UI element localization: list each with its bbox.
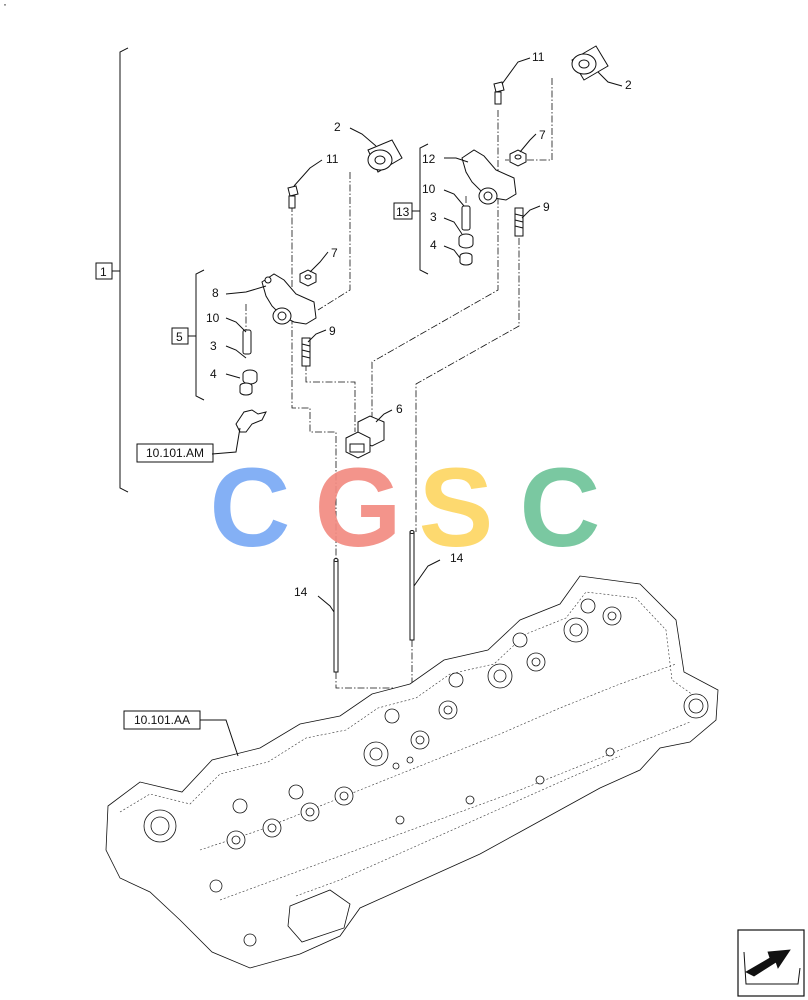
callout-14-right: 14 xyxy=(450,551,464,565)
watermark-letter-1: C xyxy=(210,445,291,570)
callout-7-right: 7 xyxy=(539,128,546,142)
callout-2-left: 2 xyxy=(334,120,341,134)
push-rod-sleeve-2-right xyxy=(571,45,609,81)
callout-9-left: 9 xyxy=(329,324,336,338)
callout-labels: 1 2 2 3 3 4 4 5 6 7 7 8 9 9 10 10 11 11 … xyxy=(100,50,632,599)
reference-box-am[interactable]: 10.101.AM xyxy=(136,443,214,463)
spacer-4-left xyxy=(239,382,253,396)
callout-10-left: 10 xyxy=(206,311,220,325)
watermark-letter-4: C xyxy=(520,445,601,570)
cylinder-head-ports xyxy=(143,598,709,947)
bolt-11-right xyxy=(493,81,505,105)
callout-6: 6 xyxy=(396,402,403,416)
reference-aa-label[interactable]: 10.101.AA xyxy=(134,713,190,727)
push-rod-14-right xyxy=(409,530,415,641)
cap-3-right xyxy=(458,233,474,249)
cylinder-head xyxy=(105,575,719,969)
push-rod-sleeve-2-left xyxy=(367,139,403,173)
callout-11-right: 11 xyxy=(532,50,545,64)
stud-9-right xyxy=(514,207,524,237)
callout-3-right: 3 xyxy=(430,210,437,224)
callout-12: 12 xyxy=(422,152,436,166)
callout-4-left: 4 xyxy=(210,367,217,381)
leader-lines xyxy=(200,57,623,757)
nut-7-right xyxy=(509,149,527,167)
bracket-group-5 xyxy=(171,269,205,401)
corner-mark: · xyxy=(3,0,7,11)
nut-7-left xyxy=(299,269,317,287)
arrow-navigation-icon[interactable] xyxy=(737,929,805,997)
cap-3-left xyxy=(242,369,258,385)
watermark-logo: C G S C xyxy=(210,445,601,570)
callout-13: 13 xyxy=(396,205,410,219)
bracket-group-1 xyxy=(95,47,129,493)
callout-4-right: 4 xyxy=(430,238,437,252)
reference-am-label[interactable]: 10.101.AM xyxy=(146,446,204,460)
callout-3-left: 3 xyxy=(210,339,217,353)
rocker-arm-8-left xyxy=(261,273,317,325)
push-rod-14-left xyxy=(333,558,339,673)
callout-5: 5 xyxy=(176,330,183,344)
clip-part xyxy=(235,409,267,433)
callout-9-right: 9 xyxy=(543,200,550,214)
watermark-letter-2: G xyxy=(314,445,401,570)
callout-10-right: 10 xyxy=(422,182,436,196)
pin-10-right xyxy=(461,205,471,231)
callout-11-left: 11 xyxy=(326,152,339,166)
pin-10-left xyxy=(242,329,252,355)
callout-7-left: 7 xyxy=(331,246,338,260)
watermark-letter-3: S xyxy=(419,445,494,570)
reference-box-aa[interactable]: 10.101.AA xyxy=(123,710,201,730)
bolt-11-left xyxy=(287,185,299,209)
rocker-arm-12-right xyxy=(461,149,517,205)
callout-14-left: 14 xyxy=(294,585,308,599)
stud-9-left xyxy=(301,337,311,367)
callout-2-right: 2 xyxy=(625,78,632,92)
callout-8: 8 xyxy=(212,286,219,300)
spacer-4-right xyxy=(459,252,473,266)
bracket-group-13 xyxy=(393,143,429,275)
callout-1: 1 xyxy=(100,265,107,279)
bracket-part-6 xyxy=(345,415,385,459)
